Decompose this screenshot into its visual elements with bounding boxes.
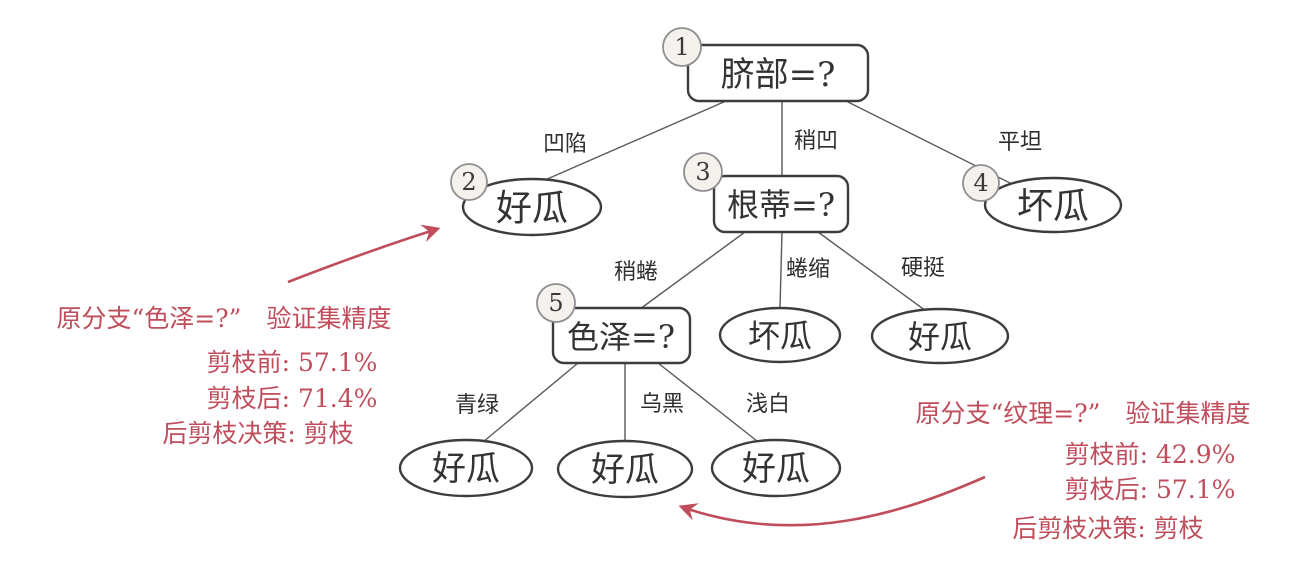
leaf-node-stiff-label: 好瓜 xyxy=(908,318,972,356)
branch-label-sunken: 凹陷 xyxy=(543,132,587,157)
branch-label-green: 青绿 xyxy=(455,393,499,418)
leaf-node-4-bad: 坏瓜 4 xyxy=(962,164,1123,234)
branch-label-stiff: 硬挺 xyxy=(901,256,945,281)
leaf-node-green-label: 好瓜 xyxy=(432,449,500,489)
node-badge-5: 5 xyxy=(548,289,563,317)
decision-node-color-box xyxy=(551,306,692,365)
edge-node5-pale xyxy=(657,362,758,442)
annotation-right-before: 剪枝前: 42.9% xyxy=(1065,440,1236,469)
leaf-node-dark-good: 好瓜 xyxy=(556,439,694,499)
node-badge-3-circle xyxy=(683,152,723,192)
leaf-node-stiff-shape xyxy=(870,307,1010,365)
leaf-node-green-good: 好瓜 xyxy=(398,438,534,498)
pruning-arrow-left xyxy=(287,224,441,284)
annotation-left-before: 剪枝前: 57.1% xyxy=(207,348,378,377)
decision-node-navel-label: 脐部=? xyxy=(721,55,836,95)
decision-node-navel-box xyxy=(686,43,870,103)
edge-node3-slightly-curled xyxy=(639,231,746,310)
node-badge-3: 3 xyxy=(695,158,710,186)
leaf-node-stiff-good: 好瓜 xyxy=(870,307,1010,365)
branch-label-curled: 蜷缩 xyxy=(786,257,830,282)
decision-node-root-stem-box xyxy=(712,174,850,234)
leaf-node-curled-label: 坏瓜 xyxy=(748,317,812,355)
branch-label-pale: 浅白 xyxy=(746,392,790,417)
decision-node-navel: 脐部=? 1 xyxy=(662,27,870,103)
node-badge-4: 4 xyxy=(973,169,988,197)
annotation-right-decision: 后剪枝决策: 剪枝 xyxy=(1012,514,1203,543)
node-badge-2-circle xyxy=(450,163,488,201)
edge-node5-green xyxy=(482,362,579,443)
annotation-left-title: 原分支“色泽=?” 验证集精度 xyxy=(57,304,392,333)
leaf-node-dark-label: 好瓜 xyxy=(591,450,659,490)
leaf-node-2-label: 好瓜 xyxy=(496,188,568,229)
branch-label-flat: 平坦 xyxy=(998,130,1042,155)
node-badge-1: 1 xyxy=(674,33,689,61)
leaf-node-2-shape xyxy=(461,177,603,237)
decision-node-color-label: 色泽=? xyxy=(567,318,675,356)
branch-label-slightly-sunken: 稍凹 xyxy=(794,129,838,154)
annotation-left-after: 剪枝后: 71.4% xyxy=(207,384,378,413)
branch-label-dark: 乌黑 xyxy=(640,392,684,417)
node-badge-2: 2 xyxy=(461,168,476,196)
node-badge-5-circle xyxy=(536,283,576,323)
annotation-right-pruning: 原分支“纹理=?” 验证集精度 剪枝前: 42.9% 剪枝后: 57.1% 后剪… xyxy=(916,399,1251,543)
decision-node-root-stem: 根蒂=? 3 xyxy=(683,152,850,234)
edge-root-sunken xyxy=(544,100,727,181)
annotation-right-title: 原分支“纹理=?” 验证集精度 xyxy=(916,399,1251,428)
edge-node3-stiff xyxy=(817,231,927,312)
leaf-node-curled-shape xyxy=(718,306,842,364)
leaf-node-2-good: 好瓜 2 xyxy=(450,163,603,237)
branch-label-slightly-curled: 稍蜷 xyxy=(614,260,658,285)
annotation-left-pruning: 原分支“色泽=?” 验证集精度 剪枝前: 57.1% 剪枝后: 71.4% 后剪… xyxy=(57,304,392,448)
edge-node3-curled xyxy=(779,231,783,309)
tree-edges xyxy=(482,100,1019,443)
leaf-node-4-label: 坏瓜 xyxy=(1017,186,1089,227)
node-badge-1-circle xyxy=(662,27,702,67)
annotation-left-decision: 后剪枝决策: 剪枝 xyxy=(162,419,353,448)
annotation-right-after: 剪枝后: 57.1% xyxy=(1065,475,1236,504)
leaf-node-pale-shape xyxy=(710,438,842,498)
leaf-node-4-shape xyxy=(983,176,1123,234)
leaf-node-pale-good: 好瓜 xyxy=(710,438,842,498)
branch-labels: 凹陷 稍凹 平坦 稍蜷 蜷缩 硬挺 青绿 乌黑 浅白 xyxy=(455,129,1042,418)
pruning-arrow-right xyxy=(678,475,986,527)
leaf-node-green-shape xyxy=(398,438,534,498)
decision-node-color: 色泽=? 5 xyxy=(536,283,692,365)
node-badge-4-circle xyxy=(962,164,1000,202)
leaf-node-dark-shape xyxy=(556,439,694,499)
decision-node-root-stem-label: 根蒂=? xyxy=(727,186,835,224)
leaf-node-pale-label: 好瓜 xyxy=(742,449,810,489)
leaf-node-curled-bad: 坏瓜 xyxy=(718,306,842,364)
